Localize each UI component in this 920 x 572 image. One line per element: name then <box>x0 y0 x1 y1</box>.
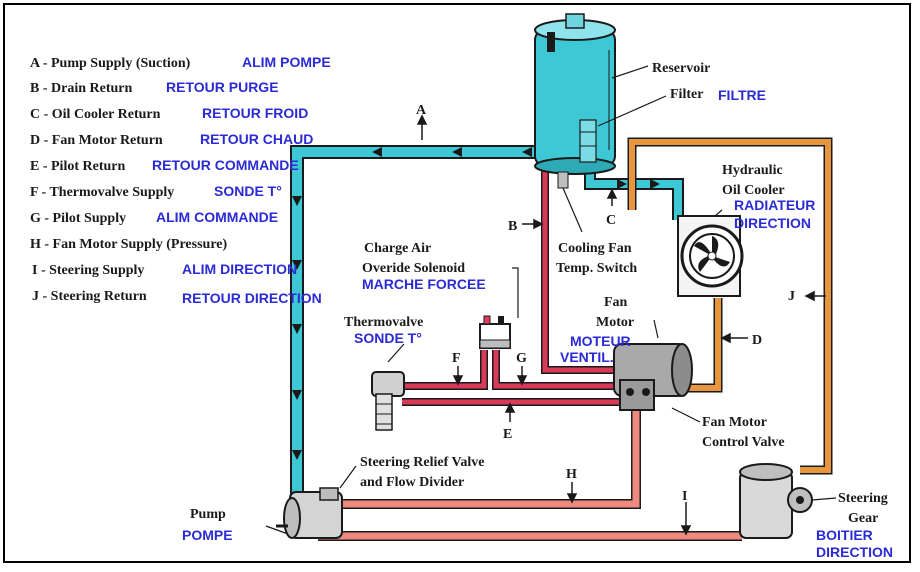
legend-item-c: C - Oil Cooler Return <box>30 107 161 122</box>
label-cooling-fan-2: Temp. Switch <box>556 261 637 276</box>
label-steering-gear-2: Gear <box>848 511 878 526</box>
line-letter-j: J <box>788 289 795 304</box>
label-control-valve-1: Fan Motor <box>702 415 767 430</box>
label-fan-motor-2: Motor <box>596 315 634 330</box>
label-fan-motor-1: Fan <box>604 295 628 310</box>
label-pump: Pump <box>190 507 226 522</box>
label-thermovalve: Thermovalve <box>344 315 423 330</box>
line-letter-f: F <box>452 351 461 366</box>
label-filter-fr: FILTRE <box>718 87 766 103</box>
cooling-fan-temp-switch-body <box>557 171 583 233</box>
legend-fr-i: ALIM DIRECTION <box>182 261 297 277</box>
label-steering-gear-1: Steering <box>838 491 888 506</box>
line-f-thermovalve-supply <box>402 350 488 390</box>
pump-body <box>276 487 343 539</box>
legend-fr-a: ALIM POMPE <box>242 54 331 70</box>
legend-fr-c: RETOUR FROID <box>202 105 308 121</box>
label-charge-air-2: Overide Solenoid <box>362 261 465 276</box>
label-pump-fr: POMPE <box>182 527 233 543</box>
label-steering-relief-1: Steering Relief Valve <box>360 455 484 470</box>
label-steering-gear-fr-2: DIRECTION <box>816 544 893 560</box>
label-steering-relief-2: and Flow Divider <box>360 475 464 490</box>
label-cooling-fan-1: Cooling Fan <box>558 241 632 256</box>
line-letter-h: H <box>566 467 577 482</box>
flow-arrows <box>292 147 660 460</box>
oil-cooler-radiator <box>677 215 744 297</box>
label-fan-motor-fr-2: VENTIL. <box>560 349 614 365</box>
label-charge-air-1: Charge Air <box>364 241 431 256</box>
legend-item-i: I - Steering Supply <box>32 263 144 278</box>
label-reservoir: Reservoir <box>652 61 710 76</box>
legend-item-f: F - Thermovalve Supply <box>30 185 174 200</box>
legend-fr-e: RETOUR COMMANDE <box>152 157 299 173</box>
label-oil-cooler-2: Oil Cooler <box>722 183 785 198</box>
legend-fr-j: RETOUR DIRECTION <box>182 290 322 306</box>
steering-gear-body <box>739 463 813 539</box>
label-steering-gear-fr-1: BOITIER <box>816 527 873 543</box>
legend-item-g: G - Pilot Supply <box>30 211 126 226</box>
line-letter-i: I <box>682 489 687 504</box>
legend: A - Pump Supply (Suction) ALIM POMPE B -… <box>30 54 331 306</box>
legend-item-a: A - Pump Supply (Suction) <box>30 56 191 71</box>
filter-element <box>579 119 597 163</box>
legend-fr-f: SONDE T° <box>214 183 282 199</box>
legend-fr-g: ALIM COMMANDE <box>156 209 278 225</box>
label-fan-motor-fr-1: MOTEUR <box>570 333 631 349</box>
legend-item-j: J - Steering Return <box>32 289 147 304</box>
line-letter-d: D <box>752 333 762 348</box>
label-thermovalve-fr: SONDE T° <box>354 330 422 346</box>
label-oil-cooler-fr-1: RADIATEUR <box>734 197 815 213</box>
label-charge-air-fr: MARCHE FORCEE <box>362 276 486 292</box>
label-oil-cooler-fr-2: DIRECTION <box>734 215 811 231</box>
line-letter-a: A <box>416 103 427 118</box>
legend-item-h: H - Fan Motor Supply (Pressure) <box>30 237 228 252</box>
label-control-valve-2: Control Valve <box>702 435 785 450</box>
legend-fr-d: RETOUR CHAUD <box>200 131 313 147</box>
label-filter: Filter <box>670 87 703 102</box>
legend-fr-b: RETOUR PURGE <box>166 79 279 95</box>
charge-air-solenoid <box>479 315 511 349</box>
line-letter-c: C <box>606 213 616 228</box>
diagram-frame <box>3 3 911 563</box>
reservoir-tank <box>534 13 616 175</box>
fan-motor-body <box>613 343 693 411</box>
legend-item-b: B - Drain Return <box>30 81 132 96</box>
legend-item-d: D - Fan Motor Return <box>30 133 163 148</box>
thermovalve-body <box>371 371 405 431</box>
line-letter-b: B <box>508 219 517 234</box>
legend-item-e: E - Pilot Return <box>30 159 125 174</box>
label-oil-cooler-1: Hydraulic <box>722 163 783 178</box>
line-letter-e: E <box>503 427 512 442</box>
line-letter-g: G <box>516 351 527 366</box>
